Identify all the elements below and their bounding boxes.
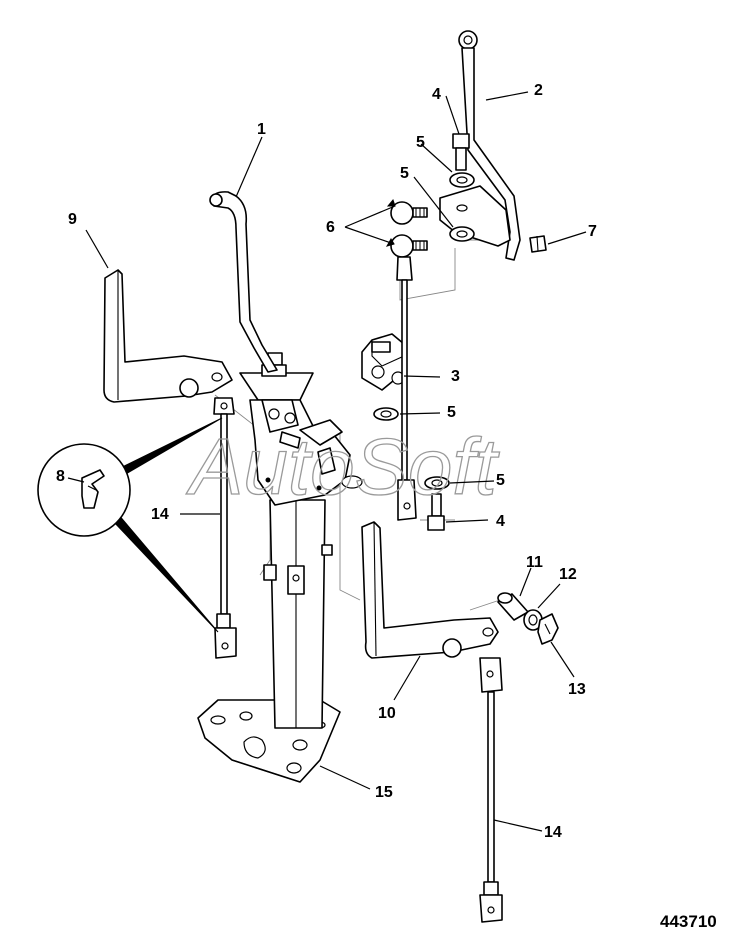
callout-9: 9: [68, 211, 77, 228]
callout-7: 7: [588, 223, 597, 240]
lever-mount-bracket: [239, 352, 363, 506]
detail-magnifier: [37, 417, 223, 633]
bolt-4-upper: [452, 133, 470, 171]
callout-13: 13: [568, 681, 586, 698]
washer-5-lower: [424, 476, 450, 490]
callout-2: 2: [534, 82, 543, 99]
pedal-lever-10: [361, 521, 499, 659]
callout-3: 3: [451, 368, 460, 385]
diagram-reference-code: 443710: [660, 912, 717, 931]
bolt-4-lower: [427, 493, 445, 531]
ball-joint-6-upper: [390, 201, 428, 225]
gear-lever-1: [209, 191, 278, 373]
callout-5-third: 5: [447, 404, 456, 421]
callout-6: 6: [326, 219, 335, 236]
callout-5-top: 5: [416, 134, 425, 151]
pedal-lever-9: [103, 269, 233, 403]
callout-14-right: 14: [544, 824, 562, 841]
callout-5-fourth: 5: [496, 472, 505, 489]
callout-5-second: 5: [400, 165, 409, 182]
coupling-block-3: [361, 333, 405, 391]
callout-8: 8: [56, 468, 65, 485]
support-column: [263, 499, 333, 729]
callout-4-lower: 4: [496, 513, 505, 530]
vertical-rod: [397, 279, 417, 521]
callout-11: 11: [526, 554, 543, 571]
ball-joint-6-lower: [390, 234, 428, 281]
callout-labels: 1 2 3 4 4 5 5 5 5 6 7 8 9 10 11 12 13 14…: [56, 82, 597, 841]
callout-12: 12: [559, 566, 577, 583]
callout-4-upper: 4: [432, 86, 441, 103]
watermark: AutoSoft: [186, 422, 500, 511]
link-rod-14-left: [213, 397, 237, 659]
link-rod-14-right: [479, 657, 503, 923]
leader-lines: [67, 91, 587, 832]
washer-5-block: [373, 407, 399, 421]
washer-5-mid: [449, 226, 475, 242]
nut-7: [529, 235, 547, 253]
bushing-11: [497, 592, 529, 621]
callout-1: 1: [257, 121, 266, 138]
washer-5-upper: [449, 172, 475, 188]
callout-10: 10: [378, 705, 396, 722]
callout-14-left: 14: [151, 506, 169, 523]
callout-15: 15: [375, 784, 393, 801]
clip-13: [537, 613, 559, 645]
